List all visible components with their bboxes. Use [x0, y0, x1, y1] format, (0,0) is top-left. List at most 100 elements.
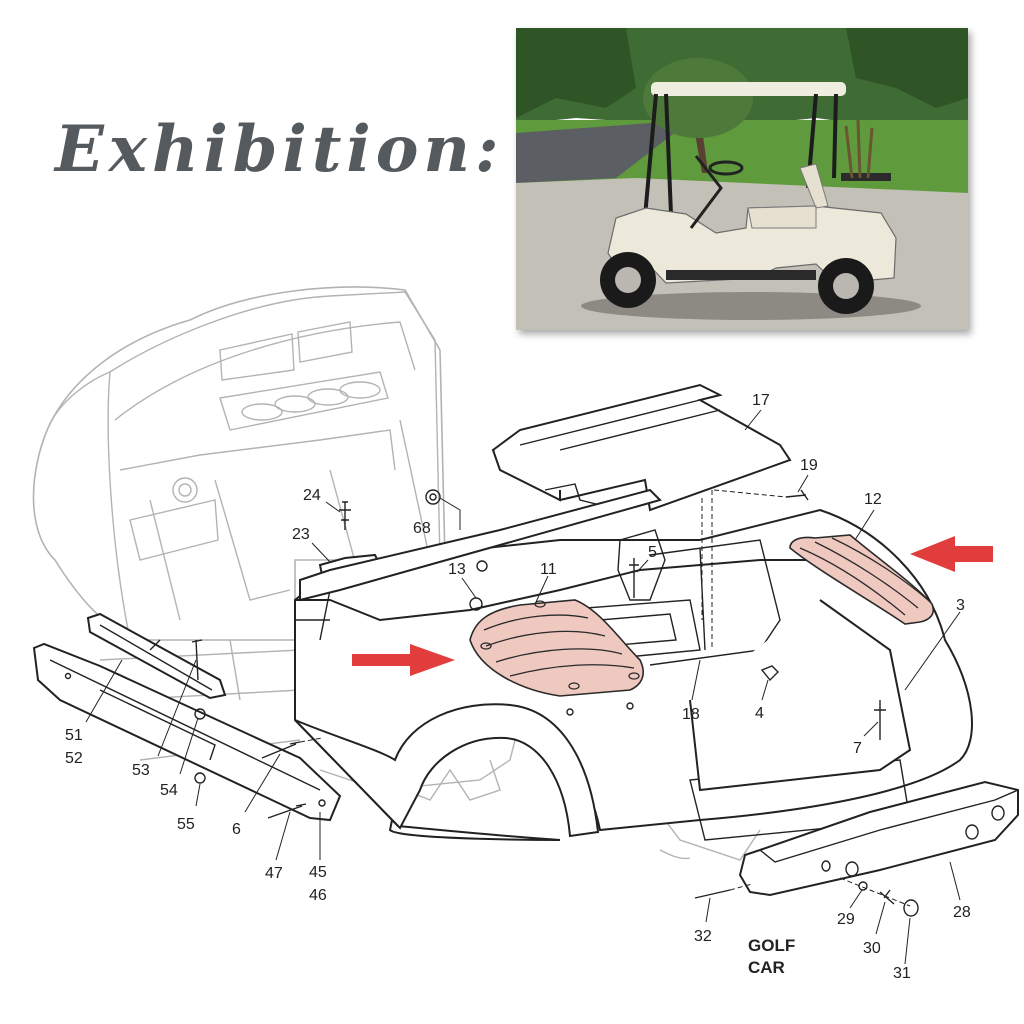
floor-mat-12 — [789, 534, 935, 625]
rear-fender-arch — [294, 703, 600, 838]
leader-4 — [761, 679, 769, 701]
label-13: 13 — [448, 561, 466, 578]
label-45: 45 — [309, 864, 327, 881]
arrow-to-floor-mat-12 — [910, 536, 993, 572]
photo-floorboard — [666, 270, 816, 280]
washer-54 — [194, 708, 206, 720]
label-3: 3 — [956, 597, 965, 614]
bumper-hole-1 — [821, 860, 831, 872]
cap-31 — [903, 899, 919, 917]
exhibition-heading: Exhibition: — [55, 112, 504, 187]
bolt-53 — [191, 639, 203, 681]
seat-well-wall — [295, 559, 901, 622]
photo-cart-steering — [689, 155, 723, 229]
label-28: 28 — [953, 904, 971, 921]
rivet-7 — [874, 700, 886, 740]
photo-cart-struts — [642, 93, 838, 239]
plug-4 — [760, 665, 779, 682]
leader-5 — [636, 559, 649, 573]
screw-32 — [694, 889, 731, 899]
label-12: 12 — [864, 491, 882, 508]
arrow-to-floor-mat-11 — [352, 644, 455, 676]
seat-mount-bracket-5 — [617, 529, 666, 601]
dash-frame — [109, 291, 441, 561]
grommet-68 — [425, 489, 441, 505]
bumper-hole-3 — [965, 824, 979, 840]
leader-54 — [179, 717, 199, 775]
nut-55 — [194, 772, 206, 784]
golf-cart-photo — [516, 28, 968, 330]
photo-tree-crown — [643, 58, 753, 138]
leader-13 — [461, 577, 477, 599]
photo-rear-rack — [841, 173, 891, 181]
photo-tree-trunk — [694, 128, 708, 173]
caption-line-car: CAR — [748, 958, 785, 977]
label-19: 19 — [800, 457, 818, 474]
leader-32 — [705, 897, 711, 923]
label-30: 30 — [863, 940, 881, 957]
leader-29 — [849, 889, 863, 909]
label-55: 55 — [177, 816, 195, 833]
part-labels: 17 19 12 3 24 68 23 5 13 11 18 4 7 51 52… — [65, 392, 971, 982]
label-11: 11 — [540, 561, 557, 578]
mat-11-hole-c — [568, 682, 580, 690]
seat-support-lip — [492, 449, 561, 502]
diagram-caption: GOLF CAR — [748, 936, 795, 977]
cowl-left-edge — [47, 370, 131, 641]
leader-28 — [949, 861, 961, 901]
photo-cart-seat — [747, 163, 829, 229]
rear-bumper-body — [738, 780, 1019, 897]
key-switch — [172, 477, 198, 503]
floor-mat-12-ridges — [799, 537, 929, 616]
front-floor-panel — [299, 488, 662, 602]
dash-lower-panel — [119, 429, 396, 561]
leader-55 — [195, 783, 201, 807]
caption-line-golf: GOLF — [748, 936, 795, 955]
label-52: 52 — [65, 750, 83, 767]
leader-51 — [85, 659, 123, 723]
label-29: 29 — [837, 911, 855, 928]
label-5: 5 — [648, 544, 657, 561]
leader-3 — [904, 611, 961, 691]
rocker-panel-51-detail — [99, 624, 213, 691]
leader-lines — [85, 409, 961, 965]
label-47: 47 — [265, 865, 283, 882]
kick-plate-hole-a — [64, 672, 72, 680]
rear-bumper-top — [759, 789, 1019, 863]
seat-support-fold — [519, 399, 721, 451]
photo-golf-clubs — [844, 119, 874, 179]
label-7: 7 — [853, 740, 862, 757]
mat-11-hole-b — [534, 600, 546, 608]
body-top-ledge — [296, 589, 331, 641]
dash-cupholder-shelf — [219, 371, 389, 431]
photo-cart-roof — [651, 82, 846, 96]
rocker-panels-left — [32, 612, 342, 822]
label-6: 6 — [232, 821, 241, 838]
label-17: 17 — [752, 392, 770, 409]
bolt-30 — [879, 889, 895, 905]
leader-68 — [439, 497, 461, 530]
label-68: 68 — [413, 520, 431, 537]
kick-plate-hole-b — [318, 799, 326, 807]
photo-scene — [516, 28, 968, 330]
label-32: 32 — [694, 928, 712, 945]
dash-guide-32 — [729, 883, 753, 891]
cowl-inner-openings — [149, 419, 441, 621]
bumper-hole-2 — [845, 861, 859, 877]
screw-24 — [339, 501, 351, 530]
floor-mat-11-ridges — [483, 614, 635, 677]
grommet-68-inner — [429, 493, 437, 501]
dash-guide-6 — [299, 737, 323, 743]
label-24: 24 — [303, 487, 321, 504]
leader-19 — [797, 474, 809, 493]
photo-steering-wheel — [708, 160, 744, 176]
label-46: 46 — [309, 887, 327, 904]
seat-support-bracket — [544, 483, 601, 506]
leader-47 — [275, 811, 291, 861]
label-4: 4 — [755, 705, 764, 722]
mat-11-hole-a — [480, 642, 492, 650]
rear-light-hole-1 — [566, 708, 574, 716]
label-54: 54 — [160, 782, 178, 799]
